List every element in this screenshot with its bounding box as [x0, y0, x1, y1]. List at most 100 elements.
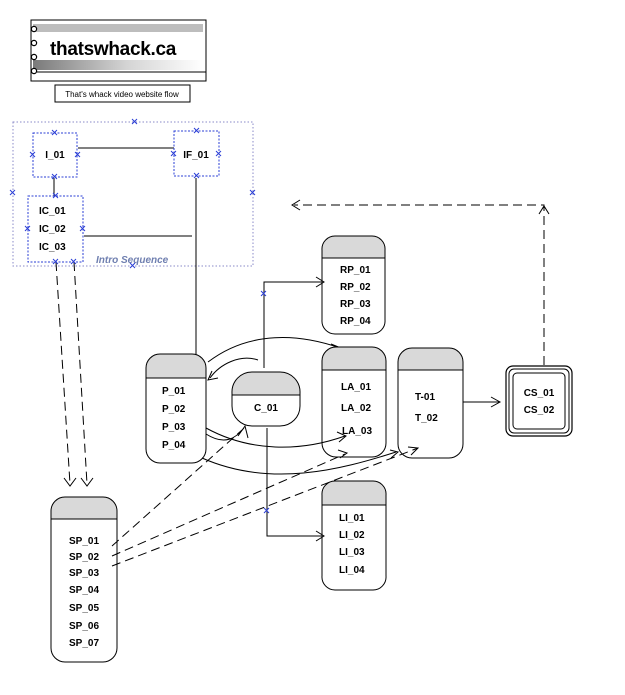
node-p-label: P_03: [162, 422, 186, 433]
node-if01[interactable]: IF_01: [173, 130, 220, 177]
node-i01-box[interactable]: [32, 132, 78, 178]
node-cs-label: CS_01: [524, 388, 555, 399]
logo-ring-2-icon: [30, 39, 38, 47]
arrow-right-icon: [490, 396, 502, 408]
node-p-shape[interactable]: [145, 353, 207, 464]
logo-ring-1-icon: [30, 25, 38, 33]
arrow-down-icon: [80, 477, 94, 487]
edge-p-to-la-curve: [205, 427, 346, 448]
node-i01-label: I_01: [45, 150, 65, 161]
edge-arc-c-to-la: [207, 337, 341, 363]
node-rp-header: [321, 235, 386, 258]
edge-p-to-c: [205, 427, 245, 441]
node-la-label: LA_03: [342, 426, 372, 437]
node-cs-outer[interactable]: [505, 365, 573, 437]
logo-ring-4-icon: [30, 67, 38, 75]
node-t-header: [398, 348, 463, 370]
node-p-header: [146, 354, 206, 378]
arrow-right-icon: [389, 449, 400, 459]
node-li-label: LI_03: [339, 547, 365, 558]
node-li-header: [321, 480, 387, 505]
node-ic-label: IC_02: [39, 224, 66, 235]
logo-stripe-top: [33, 24, 203, 32]
node-ic-label: IC_03: [39, 242, 66, 253]
logo-stripe-gradient: [33, 60, 203, 70]
logo-ring-3-icon: [30, 53, 38, 61]
node-sp-label: SP_02: [69, 552, 99, 563]
intro-group-handles: [9, 118, 256, 269]
node-ic-label: IC_01: [39, 206, 66, 217]
node-la-label: LA_02: [341, 403, 371, 414]
node-la-header: [322, 347, 386, 370]
arrow-left-icon: [207, 370, 219, 381]
logo: thatswhack.ca That's whack video website…: [30, 19, 207, 103]
node-if01-box[interactable]: [173, 130, 220, 177]
arrow-right-icon: [315, 276, 325, 288]
arrow-down-icon: [63, 477, 77, 487]
arrowheads: [63, 199, 550, 542]
intro-group-label: Intro Sequence: [96, 255, 169, 266]
node-ic[interactable]: IC_01 IC_02 IC_03: [27, 195, 84, 263]
node-la-shape[interactable]: [321, 346, 387, 458]
node-li[interactable]: LI_01 LI_02 LI_03 LI_04: [321, 480, 387, 591]
node-cs-inner: [512, 372, 566, 430]
arrow-right-icon: [337, 449, 349, 459]
node-sp-label: SP_03: [69, 568, 99, 579]
node-t[interactable]: T-01 T_02: [397, 347, 464, 459]
node-sp-header: [51, 497, 117, 519]
edge-arc-c-to-p: [209, 357, 259, 379]
edge-ic-to-sp-1: [55, 261, 71, 485]
node-c-shape[interactable]: [231, 371, 301, 427]
node-sp-label: SP_04: [69, 585, 99, 596]
node-la-label: LA_01: [341, 382, 371, 393]
node-cs-middle: [508, 368, 570, 434]
node-sp-label: SP_06: [69, 621, 99, 632]
arrow-up-icon: [237, 424, 249, 439]
node-li-label: LI_01: [339, 513, 365, 524]
node-sp-label: SP_07: [69, 638, 99, 649]
node-cs-label: CS_02: [524, 405, 555, 416]
node-rp-shape[interactable]: [321, 235, 386, 335]
node-rp-label: RP_04: [340, 316, 371, 327]
solid-connectors: [53, 147, 500, 537]
node-p-label: P_01: [162, 386, 186, 397]
node-sp[interactable]: SP_01 SP_02 SP_03 SP_04 SP_05 SP_06 SP_0…: [50, 496, 118, 663]
edge-cs-loop-back: [294, 204, 545, 365]
arrow-left-icon: [291, 199, 301, 211]
node-li-shape[interactable]: [321, 480, 387, 591]
arrow-right-icon: [315, 530, 325, 542]
node-sp-shape[interactable]: [50, 496, 118, 663]
node-sp-label: SP_05: [69, 603, 99, 614]
node-p[interactable]: P_01 P_02 P_03 P_04: [145, 353, 207, 464]
edge-c01-to-rp: [263, 281, 322, 368]
edge-sp-to-t: [111, 447, 419, 567]
edge-c01-to-li: [266, 428, 322, 537]
node-p-label: P_04: [162, 440, 186, 451]
dashed-connectors: [55, 204, 545, 567]
node-sp-label: SP_01: [69, 536, 99, 547]
node-t-label: T_02: [415, 413, 438, 424]
node-t-shape[interactable]: [397, 347, 464, 459]
edge-p-to-t-curve: [201, 451, 397, 475]
node-rp[interactable]: RP_01 RP_02 RP_03 RP_04: [321, 235, 386, 335]
node-cs[interactable]: CS_01 CS_02: [505, 365, 573, 437]
intro-sequence-group: Intro Sequence: [9, 118, 256, 269]
arrow-right-icon: [336, 431, 347, 443]
node-t-label: T-01: [415, 392, 435, 403]
node-c-header: [231, 371, 301, 395]
logo-title: thatswhack.ca: [50, 39, 177, 60]
logo-caption: That's whack video website flow: [65, 90, 179, 99]
node-c[interactable]: C_01: [231, 371, 301, 427]
arrow-up-icon: [538, 205, 550, 215]
edge-sp-to-c: [111, 429, 243, 547]
node-p-label: P_02: [162, 404, 186, 415]
node-li-label: LI_04: [339, 565, 365, 576]
node-c-label: C_01: [254, 403, 278, 414]
node-rp-label: RP_03: [340, 299, 371, 310]
logo-caption-box: [54, 84, 191, 103]
edge-ic-to-sp-2: [73, 261, 88, 485]
node-la[interactable]: LA_01 LA_02 LA_03: [321, 346, 387, 458]
node-i01[interactable]: I_01: [32, 132, 78, 178]
node-if01-label: IF_01: [183, 150, 209, 161]
